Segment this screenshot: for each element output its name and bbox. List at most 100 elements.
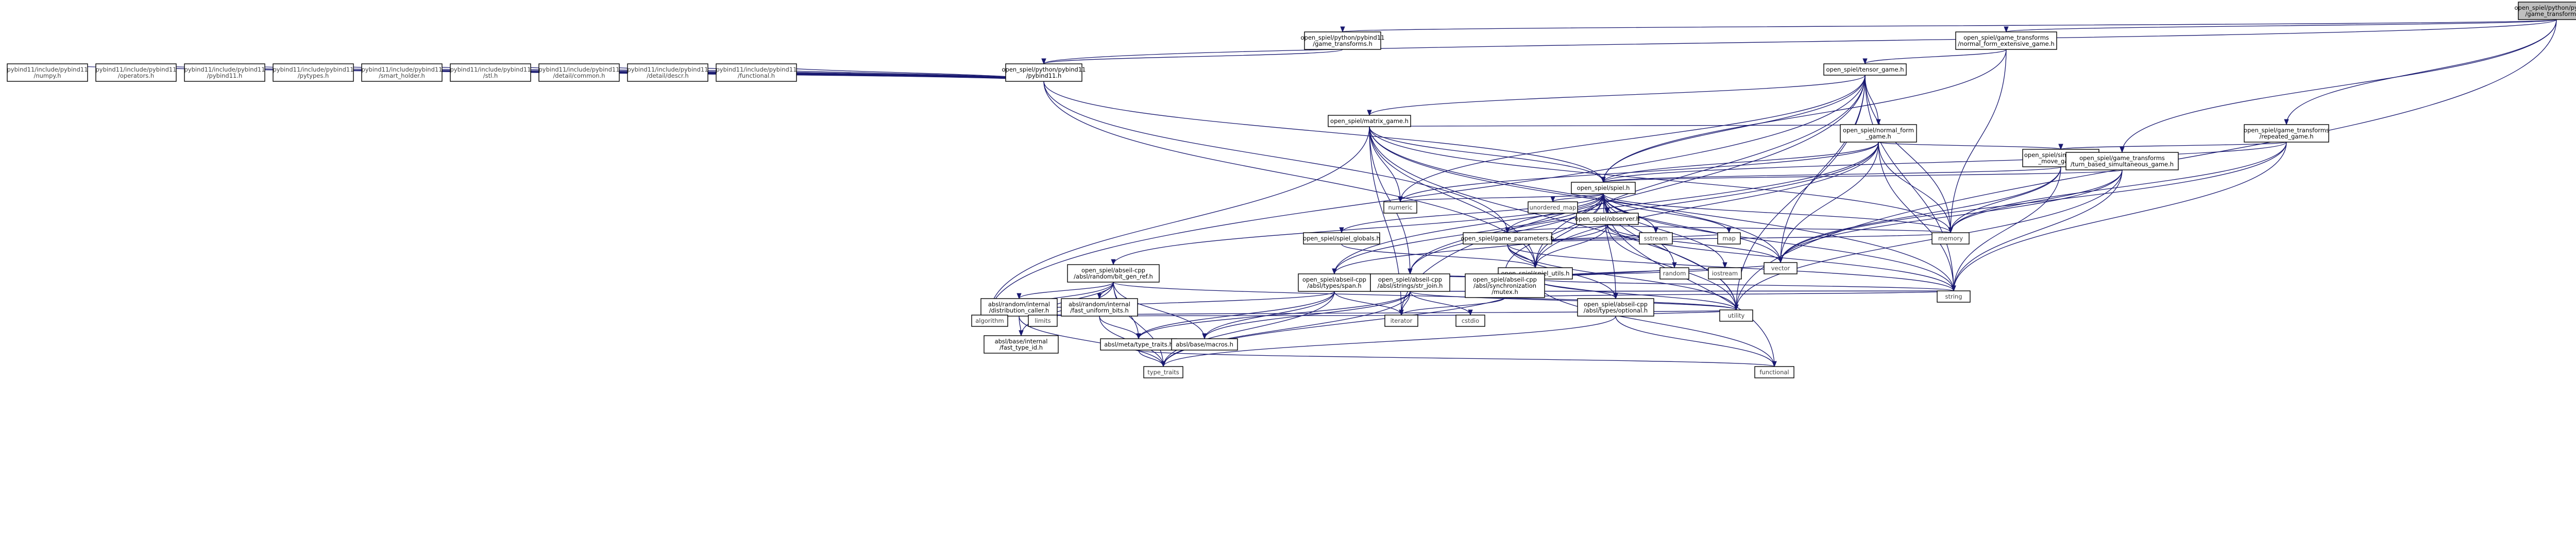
node-spiel-h[interactable]: open_spiel/spiel.h	[1571, 182, 1636, 194]
edge-turn_based-to-s_utility	[1734, 169, 2123, 311]
node-label: memory	[1938, 235, 1963, 242]
node-normal-form[interactable]: open_spiel/normal_form_game.h	[1840, 124, 1917, 143]
edge-arrow	[1161, 316, 1616, 368]
node-dist-caller[interactable]: absl/random/internal/distribution_caller…	[980, 298, 1058, 317]
edge-arrow	[1603, 193, 1732, 234]
edge-arrow	[1778, 142, 2287, 264]
edge-turn_based-to-s_string	[1951, 169, 2123, 292]
node-turn-based[interactable]: open_spiel/game_transforms/turn_based_si…	[2065, 152, 2179, 170]
node-box	[1764, 262, 1798, 274]
node-span[interactable]: open_spiel/abseil-cpp/absl/types/span.h	[1298, 273, 1371, 292]
edge-arrow	[1369, 126, 1956, 292]
node-pb-stl: pybind11/include/pybind11/stl.h	[450, 63, 531, 82]
node-nf-ext[interactable]: open_spiel/game_transforms/normal_form_e…	[1955, 31, 2057, 50]
edge-repeated-to-s_vector	[1778, 142, 2287, 264]
node-fast-uniform[interactable]: absl/random/internal/fast_uniform_bits.h	[1061, 298, 1138, 317]
edge-arrow	[1948, 142, 2287, 234]
node-str-join[interactable]: open_spiel/abseil-cpp/absl/strings/str_j…	[1370, 273, 1450, 292]
node-observer[interactable]: open_spiel/observer.h	[1575, 213, 1640, 225]
edge-matrix_game-to-s_numeric	[1369, 126, 1403, 203]
node-label: /normal_form_extensive_game.h	[1958, 40, 2054, 47]
edge-normal_form-to-s_string	[1878, 142, 1956, 292]
node-label: open_spiel/game_transforms	[1963, 34, 2049, 41]
node-meta-traits[interactable]: absl/meta/type_traits.h	[1100, 338, 1177, 351]
edge-arrow	[1016, 282, 1114, 300]
edge-spiel_h-to-mutex	[1502, 193, 1604, 275]
edge-arrow	[1865, 75, 1953, 234]
node-label: sstream	[1644, 235, 1668, 242]
edge-tensor_game-to-s_algorithm	[987, 75, 1866, 316]
edge-arrow	[1601, 166, 2061, 183]
node-label: functional	[1759, 369, 1789, 376]
node-optional[interactable]: open_spiel/abseil-cpp/absl/types/optiona…	[1577, 298, 1654, 317]
node-s-iostream: iostream	[1708, 267, 1742, 280]
edge-arrow	[1369, 126, 1953, 234]
node-label: /pytypes.h	[298, 72, 329, 79]
node-root[interactable]: open_spiel/python/pybind11/game_transfor…	[2514, 2, 2576, 20]
node-label: open_spiel/python/pybind11	[1002, 66, 1086, 73]
node-box	[971, 315, 1008, 327]
edge-tensor_game-to-s_memory	[1865, 75, 1953, 234]
node-box	[1577, 298, 1654, 317]
node-label: pybind11/include/pybind11	[450, 66, 531, 73]
edge-arrow	[987, 75, 1866, 316]
node-fast-type-id[interactable]: absl/base/internal/fast_type_id.h	[984, 335, 1059, 354]
edge-pybind11_h-to-game_params	[1043, 81, 1510, 234]
edge-spiel_h-to-optional	[1603, 193, 1618, 300]
node-base-macros[interactable]: absl/base/macros.h	[1171, 338, 1238, 351]
node-box	[1143, 366, 1183, 378]
edge-tensor_game-to-spiel_utils	[1533, 75, 1866, 269]
node-label: /detail/common.h	[553, 72, 605, 79]
edge-arrow	[1136, 291, 1335, 340]
node-label: /stl.h	[483, 72, 498, 79]
node-mutex[interactable]: open_spiel/abseil-cpp/absl/synchronizati…	[1465, 273, 1545, 298]
node-tensor-game[interactable]: open_spiel/tensor_game.h	[1823, 63, 1907, 76]
node-box	[1005, 63, 1082, 82]
node-label: pybind11/include/pybind11	[95, 66, 176, 73]
node-label: open_spiel/abseil-cpp	[1378, 276, 1442, 283]
edge-optional-to-s_type_traits	[1161, 316, 1616, 368]
node-label: open_spiel/abseil-cpp	[1473, 276, 1537, 283]
edge-root-to-turn_based	[2120, 19, 2557, 153]
node-pb-functional: pybind11/include/pybind11/functional.h	[716, 63, 797, 82]
edge-arrow	[1615, 316, 1777, 368]
node-box	[361, 63, 443, 82]
node-box	[450, 63, 531, 82]
edge-meta_traits-to-s_functional	[1138, 350, 1776, 368]
node-box	[2065, 152, 2179, 170]
node-label: /absl/types/span.h	[1307, 282, 1361, 289]
node-box	[273, 63, 354, 82]
node-bit-gen[interactable]: open_spiel/abseil-cpp/absl/random/bit_ge…	[1067, 264, 1160, 283]
node-box	[1463, 232, 1552, 245]
edge-normal_form-to-spiel_h	[1601, 142, 1879, 183]
edge-repeated-to-s_memory	[1948, 142, 2287, 234]
node-box	[980, 298, 1058, 317]
node-repeated[interactable]: open_spiel/game_transforms/repeated_game…	[2244, 124, 2329, 143]
node-label: /absl/types/optional.h	[1584, 307, 1648, 314]
edge-arrow	[1334, 291, 1404, 316]
node-matrix-game[interactable]: open_spiel/matrix_game.h	[1328, 115, 1411, 127]
node-box	[7, 63, 88, 82]
edge-arrow	[1603, 193, 1953, 234]
node-label: string	[1945, 293, 1962, 300]
edge-tensor_game-to-s_iterator	[1399, 75, 1866, 316]
edge-arrow	[1369, 126, 1783, 264]
edge-observer-to-game_params	[1505, 224, 1608, 234]
node-box	[1719, 309, 1753, 322]
edge-bit_gen-to-dist_caller	[1016, 282, 1114, 300]
node-box	[1061, 298, 1138, 317]
node-label: cstdio	[1462, 317, 1479, 324]
node-py-gt-h[interactable]: open_spiel/python/pybind11/game_transfor…	[1300, 31, 1385, 50]
node-pybind11-h[interactable]: open_spiel/python/pybind11/pybind11.h	[1002, 63, 1086, 82]
node-spiel-globals[interactable]: open_spiel/spiel_globals.h	[1303, 232, 1380, 245]
node-game-params[interactable]: open_spiel/game_parameters.h	[1461, 232, 1554, 245]
node-label: open_spiel/tensor_game.h	[1826, 66, 1904, 73]
edge-arrow	[1138, 350, 1776, 368]
edge-arrow	[1398, 142, 1879, 203]
edge-turn_based-to-spiel_h	[1601, 169, 2123, 183]
edge-arrow	[1138, 350, 1166, 368]
node-s-string: string	[1937, 290, 1971, 303]
edge-arrow	[1332, 224, 1608, 275]
node-pb-operators: pybind11/include/pybind11/operators.h	[95, 63, 177, 82]
node-label: open_spiel/game_parameters.h	[1461, 235, 1554, 242]
